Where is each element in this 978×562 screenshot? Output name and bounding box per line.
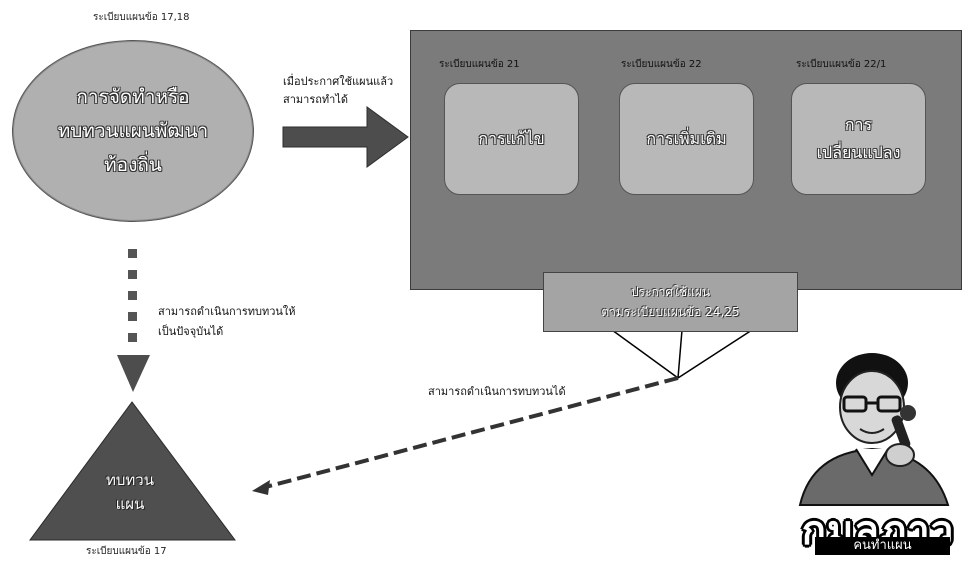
right-arrow-label-line-2: สามารถทำได้ xyxy=(283,93,348,106)
box-add-label: การเพิ่มเติม xyxy=(646,129,727,148)
dot-square-1 xyxy=(128,249,137,258)
box-2-caption: ระเบียบแผนข้อ 22 xyxy=(621,59,702,70)
box-change: การ เปลี่ยนแปลง xyxy=(791,83,926,195)
dot-square-5 xyxy=(128,333,137,342)
box-3-caption: ระเบียบแผนข้อ 22/1 xyxy=(796,59,887,70)
right-arrow xyxy=(282,106,409,168)
triangle-line-1: ทบทวน xyxy=(106,471,154,489)
down-arrow-label-line-2: เป็นปัจจุบันได้ xyxy=(158,325,224,338)
ellipse-line-1: การจัดทำหรือ xyxy=(76,86,190,108)
announce-plan-box: ประกาศใช้แผน ตามระเบียบแผนข้อ 24,25 xyxy=(543,272,798,332)
planner-mascot-logo xyxy=(798,353,950,506)
ellipse-line-3: ท้องถิ่น xyxy=(104,154,162,176)
ellipse-line-2: ทบทวนแผนพัฒนา xyxy=(57,120,209,142)
dot-square-4 xyxy=(128,312,137,321)
plan-changes-panel: ระเบียบแผนข้อ 21 การแก้ไข ระเบียบแผนข้อ … xyxy=(410,30,962,290)
down-arrow-label: สามารถดำเนินการทบทวนให้ เป็นปัจจุบันได้ xyxy=(158,302,296,342)
dashed-arrow-line xyxy=(261,376,679,490)
triangle-label: ทบทวน แผน xyxy=(80,468,180,516)
review-triangle xyxy=(29,401,236,541)
dashed-arrow-label: สามารถดำเนินการทบทวนได้ xyxy=(428,385,566,398)
box-add: การเพิ่มเติม xyxy=(619,83,754,195)
fan-line-1 xyxy=(611,329,679,379)
down-arrow-head xyxy=(117,355,150,392)
announce-line-2: ตามระเบียบแผนข้อ 24,25 xyxy=(601,305,740,319)
right-arrow-label: เมื่อประกาศใช้แผนแล้ว สามารถทำได้ xyxy=(283,73,393,109)
ellipse-caption: ระเบียบแผนข้อ 17,18 xyxy=(93,12,190,23)
right-arrow-label-line-1: เมื่อประกาศใช้แผนแล้ว xyxy=(283,75,394,88)
down-arrow-label-line-1: สามารถดำเนินการทบทวนให้ xyxy=(158,305,296,318)
box-edit: การแก้ไข xyxy=(444,83,579,195)
fan-line-3 xyxy=(677,329,753,379)
dot-square-3 xyxy=(128,291,137,300)
plan-development-ellipse: การจัดทำหรือ ทบทวนแผนพัฒนา ท้องถิ่น xyxy=(12,40,254,222)
fan-line-2 xyxy=(677,329,683,379)
box-1-caption: ระเบียบแผนข้อ 21 xyxy=(439,59,520,70)
dashed-arrow-head xyxy=(252,480,270,495)
box-change-label-1: การ xyxy=(844,115,873,134)
announce-line-1: ประกาศใช้แผน xyxy=(630,285,711,299)
box-change-label-2: เปลี่ยนแปลง xyxy=(816,143,901,162)
box-edit-label: การแก้ไข xyxy=(478,129,545,148)
logo-subtitle: คนทำแผน xyxy=(815,537,950,555)
dot-square-2 xyxy=(128,270,137,279)
triangle-line-2: แผน xyxy=(115,495,145,513)
triangle-caption: ระเบียบแผนข้อ 17 xyxy=(86,546,167,557)
